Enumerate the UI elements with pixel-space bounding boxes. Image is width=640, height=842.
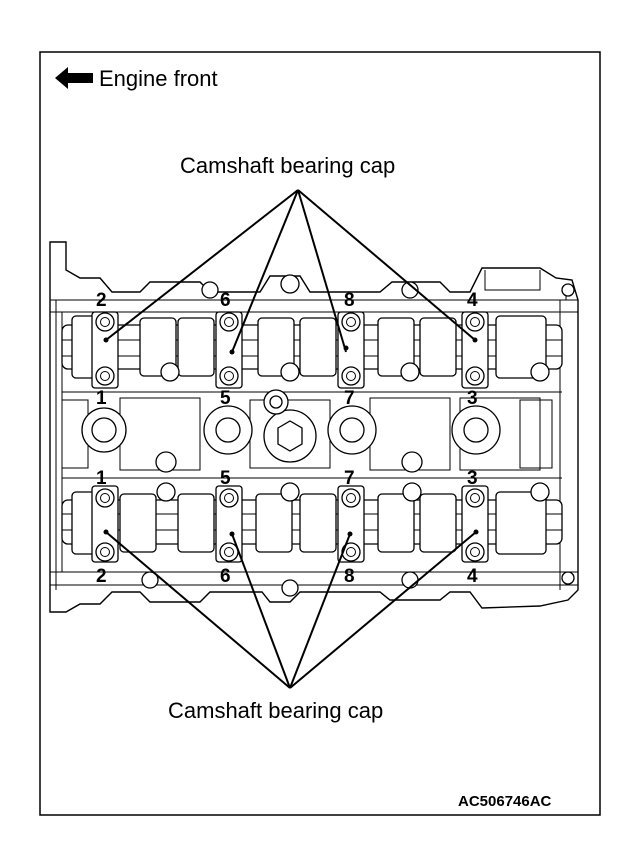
bolt-number: 4	[467, 566, 478, 587]
bolt-number: 4	[467, 290, 478, 311]
cap-marker-dot	[343, 345, 349, 351]
bolt-number: 6	[220, 290, 231, 311]
bolt-number: 5	[220, 468, 231, 489]
cap-marker-dot	[347, 531, 353, 537]
bolt-number: 1	[96, 468, 107, 489]
cap-marker-dot	[229, 349, 235, 355]
bolt-number: 5	[220, 388, 231, 409]
left-arrow-icon	[55, 67, 93, 89]
top-callout-label: Camshaft bearing cap	[180, 153, 395, 178]
bolt-number: 8	[344, 566, 355, 587]
bottom-callout-label: Camshaft bearing cap	[168, 698, 383, 723]
cap-marker-dot	[103, 337, 109, 343]
bolt-number: 3	[467, 388, 478, 409]
cap-marker-dot	[473, 529, 479, 535]
figure-code: AC506746AC	[458, 793, 552, 810]
bolt-number: 7	[344, 388, 355, 409]
engine-front-label: Engine front	[99, 66, 218, 91]
bolt-number: 2	[96, 290, 107, 311]
cap-marker-dot	[229, 531, 235, 537]
top-callout-leader-lines	[105, 189, 476, 353]
cap-marker-dot	[103, 529, 109, 535]
figure-frame	[39, 51, 601, 816]
bolt-number: 7	[344, 468, 355, 489]
bolt-number: 8	[344, 290, 355, 311]
bolt-number: 1	[96, 388, 107, 409]
bottom-callout-leader-lines	[105, 531, 477, 689]
bolt-number: 6	[220, 566, 231, 587]
cap-marker-dot	[472, 337, 478, 343]
bolt-number: 2	[96, 566, 107, 587]
bolt-number: 3	[467, 468, 478, 489]
